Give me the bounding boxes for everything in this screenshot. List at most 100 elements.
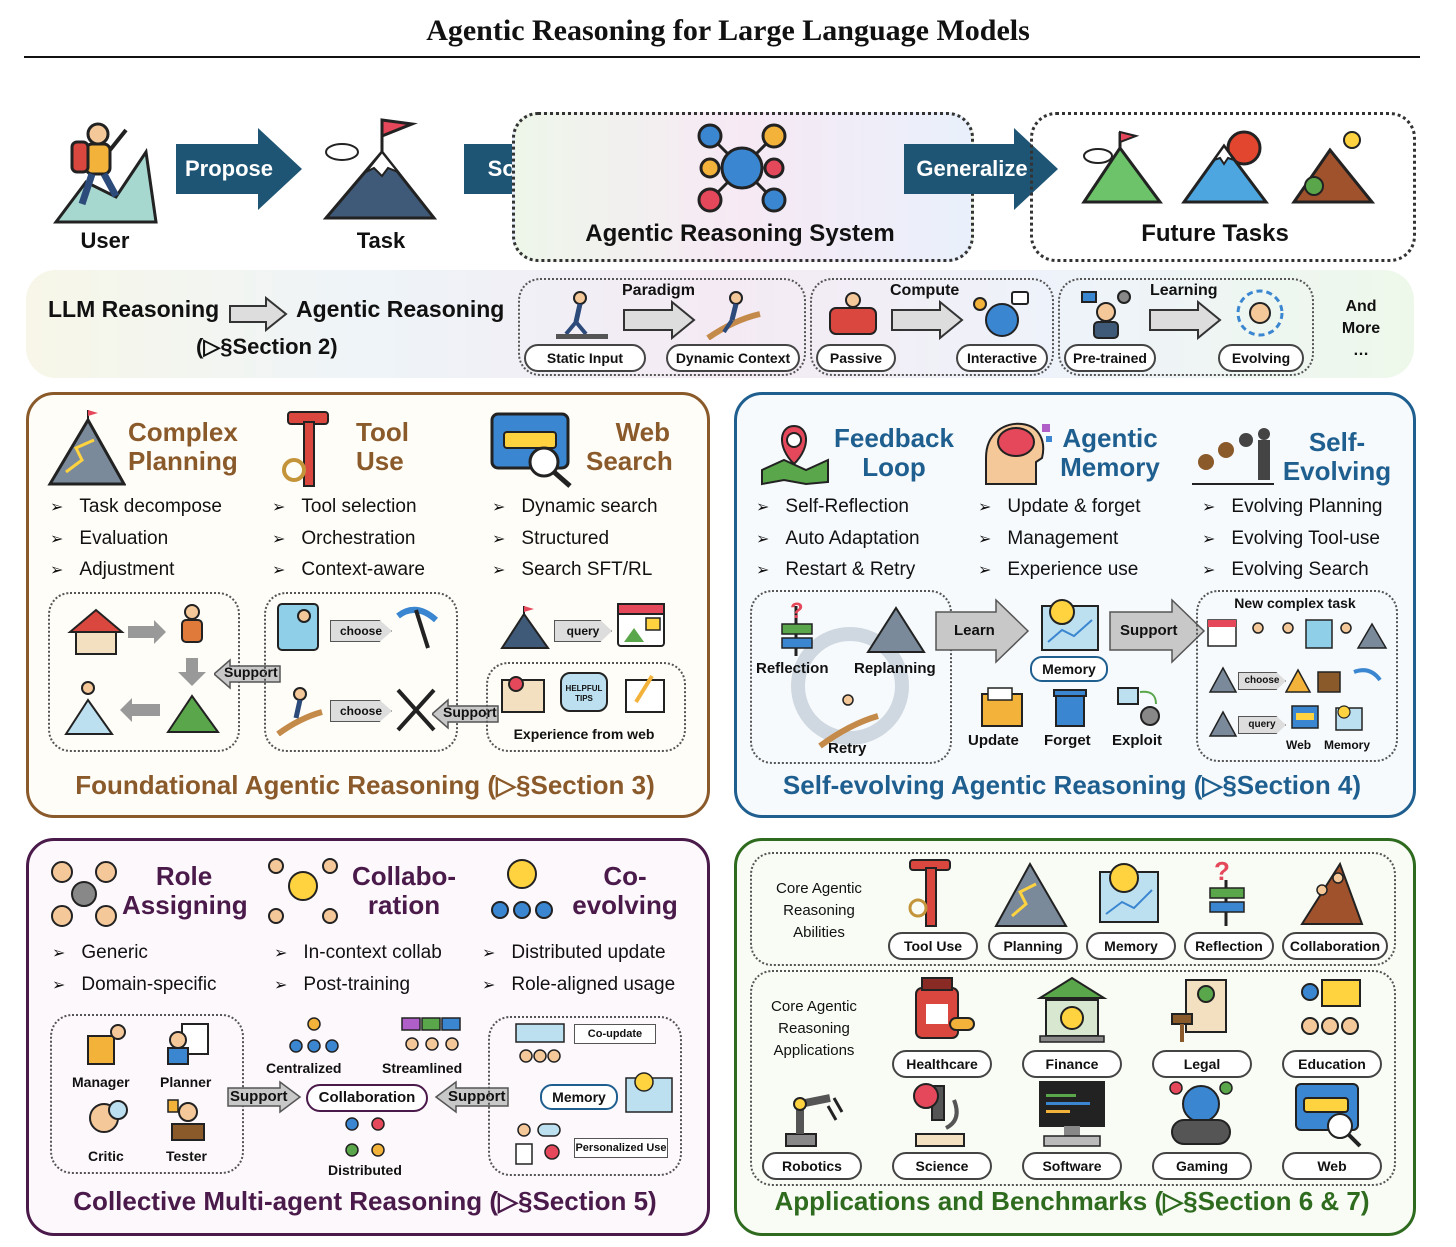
memory-small-icon xyxy=(1334,704,1364,732)
education-pill: Education xyxy=(1282,1050,1382,1078)
mountain-flag-icon xyxy=(322,112,438,222)
evolving-pill: Evolving xyxy=(1218,344,1304,372)
helpful-tips-bubble: HELPFUL TIPS xyxy=(560,672,608,712)
web-label: Web xyxy=(1286,738,1311,752)
role-assigning-title: RoleAssigning xyxy=(122,862,246,920)
roles-box xyxy=(50,1014,244,1174)
planner-icon xyxy=(164,1022,210,1066)
page-title: Agentic Reasoning for Large Language Mod… xyxy=(0,14,1456,48)
bullet-item: Experience use xyxy=(978,555,1141,587)
hiker-icon xyxy=(706,290,762,340)
bullet-item: Evolving Search xyxy=(1202,555,1382,587)
distributed-icon xyxy=(340,1114,390,1160)
streamlined-label: Streamlined xyxy=(382,1060,462,1076)
and-more-label: And More … xyxy=(1334,296,1388,362)
centralized-label: Centralized xyxy=(266,1060,341,1076)
applications-footer: Applications and Benchmarks (▷§Section 6… xyxy=(734,1186,1410,1217)
exploit-icon xyxy=(1116,684,1164,728)
static-input-pill: Static Input xyxy=(524,344,646,372)
bullet-item: Evolving Tool-use xyxy=(1202,524,1382,556)
web-www-icon xyxy=(1294,1080,1364,1148)
ice-axe-icon xyxy=(280,408,340,492)
tester-label: Tester xyxy=(166,1148,207,1164)
memory-pill: Memory xyxy=(540,1084,618,1110)
task-label: Task xyxy=(336,228,426,254)
self-evolving-title: Self-Evolving xyxy=(1278,428,1396,486)
memory-icon xyxy=(1098,858,1162,928)
co-evolving-title: Co-evolving xyxy=(570,862,680,920)
reflection-label: Reflection xyxy=(756,660,829,677)
personal-users-icon xyxy=(512,1120,568,1166)
new-task-label: New complex task xyxy=(1196,595,1394,611)
mountain-small-icon xyxy=(1208,708,1238,738)
robotics-pill: Robotics xyxy=(762,1152,862,1180)
planning-flow-illustration xyxy=(62,600,232,744)
centralized-icon xyxy=(284,1016,344,1056)
task-sequence-illustration xyxy=(1206,616,1388,652)
replanning-label: Replanning xyxy=(854,660,936,677)
bullet-item: Auto Adaptation xyxy=(756,524,920,556)
evolving-head-icon xyxy=(1232,286,1288,340)
gaming-controller-icon xyxy=(1168,1080,1234,1150)
choose-arrow: choose xyxy=(330,620,392,642)
bullet-item: Distributed update xyxy=(482,938,675,970)
svg-text:?: ? xyxy=(790,598,803,623)
self-evolving-footer: Self-evolving Agentic Reasoning (▷§Secti… xyxy=(734,770,1410,801)
update-label: Update xyxy=(968,732,1019,749)
section2-label: (▷§Section 2) xyxy=(196,334,338,360)
collaboration-pill: Collaboration xyxy=(1282,932,1388,960)
bullet-item: Adjustment xyxy=(50,555,222,587)
network-globe-icon xyxy=(692,118,792,218)
collab-bullets: In-context collab Post-training xyxy=(274,938,442,1001)
legal-gavel-icon xyxy=(1168,976,1232,1046)
memory-chart-icon xyxy=(624,1070,674,1114)
bullet-item: Orchestration xyxy=(272,524,425,556)
critic-icon xyxy=(84,1096,130,1142)
title-rule xyxy=(24,56,1420,58)
bullet-item: Restart & Retry xyxy=(756,555,920,587)
role-assigning-icon xyxy=(48,858,120,930)
team-dashboard-icon xyxy=(514,1022,566,1070)
bullet-item: Tool selection xyxy=(272,492,425,524)
treasure-map-icon xyxy=(500,672,546,716)
brown-mountain-icon xyxy=(1290,126,1376,206)
memory-small-label: Memory xyxy=(1324,738,1370,752)
propose-label: Propose xyxy=(176,137,282,201)
mountain-small-icon xyxy=(1208,664,1238,694)
climber-user-icon xyxy=(46,112,158,224)
finance-bank-icon xyxy=(1036,976,1108,1044)
gear-items-illustration xyxy=(1284,664,1388,694)
support-label: Support xyxy=(1120,622,1178,639)
planner-label: Planner xyxy=(160,1074,211,1090)
rock-climber-icon xyxy=(276,602,322,652)
education-icon xyxy=(1296,976,1362,1044)
feedback-loop-title: FeedbackLoop xyxy=(834,424,954,482)
brain-head-icon xyxy=(976,418,1054,488)
feedback-bullets: Self-Reflection Auto Adaptation Restart … xyxy=(756,492,920,587)
healthcare-icon xyxy=(906,976,976,1046)
agentic-system-label: Agentic Reasoning System xyxy=(540,220,940,248)
web-pill: Web xyxy=(1282,1152,1382,1180)
folder-icon xyxy=(980,686,1024,728)
bullet-item: Task decompose xyxy=(50,492,222,524)
user-label: User xyxy=(60,228,150,254)
notebook-icon xyxy=(622,672,668,716)
bullet-item: Role-aligned usage xyxy=(482,970,675,1002)
future-tasks-label: Future Tasks xyxy=(1060,220,1370,248)
generalize-label: Generalize xyxy=(904,137,1040,201)
abilities-label: Core Agentic Reasoning Abilities xyxy=(762,878,876,944)
paradigm-label: Paradigm xyxy=(622,282,695,300)
compute-label: Compute xyxy=(890,282,959,300)
choose-arrow: choose xyxy=(1238,672,1286,690)
support-label: Support xyxy=(230,1088,288,1105)
pretrained-person-icon xyxy=(1078,288,1136,340)
foundational-footer: Foundational Agentic Reasoning (▷§Sectio… xyxy=(26,770,704,801)
memory-bullets: Update & forget Management Experience us… xyxy=(978,492,1141,587)
bullet-item: Generic xyxy=(52,938,217,970)
passive-pill: Passive xyxy=(816,344,896,372)
software-pill: Software xyxy=(1022,1152,1122,1180)
bullet-item: Update & forget xyxy=(978,492,1141,524)
band-arrow xyxy=(228,296,288,332)
learning-label: Learning xyxy=(1150,282,1218,300)
